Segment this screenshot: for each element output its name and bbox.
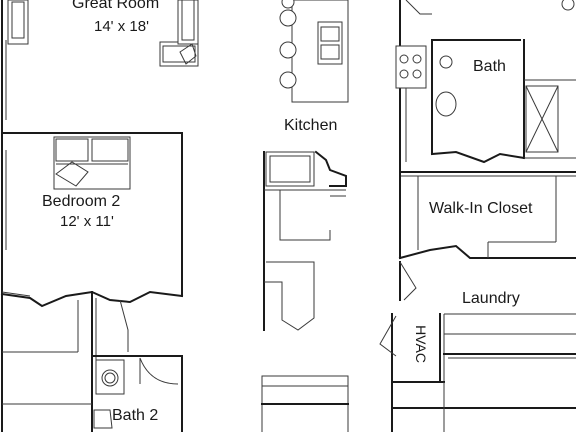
laundry-walls xyxy=(379,261,576,432)
kitchen-counter xyxy=(263,150,347,331)
bath-label: Bath xyxy=(473,58,506,75)
great-room-dimensions: 14' x 18' xyxy=(94,18,149,35)
left-exterior-wall xyxy=(1,0,7,432)
kitchen-label: Kitchen xyxy=(284,117,338,134)
bath-2-label: Bath 2 xyxy=(112,407,159,424)
kitchen-island xyxy=(279,0,349,103)
walk-in-closet-label: Walk-In Closet xyxy=(429,200,533,217)
toilet xyxy=(95,359,125,395)
walk-in-closet-walls xyxy=(398,171,576,260)
bedroom-2-label: Bedroom 2 xyxy=(42,193,121,210)
great-room-label: Great Room xyxy=(72,0,160,12)
sofa xyxy=(159,0,199,67)
bed xyxy=(53,136,131,190)
bath-2-sink xyxy=(93,409,113,429)
bath-walls xyxy=(395,0,576,177)
laundry-label: Laundry xyxy=(462,290,520,307)
bedroom-2-dimensions: 12' x 11' xyxy=(60,213,114,230)
bath-2-walls xyxy=(2,291,183,432)
kitchen-bench xyxy=(261,375,349,432)
fireplace xyxy=(7,0,29,45)
hvac-label: HVAC xyxy=(412,325,429,363)
